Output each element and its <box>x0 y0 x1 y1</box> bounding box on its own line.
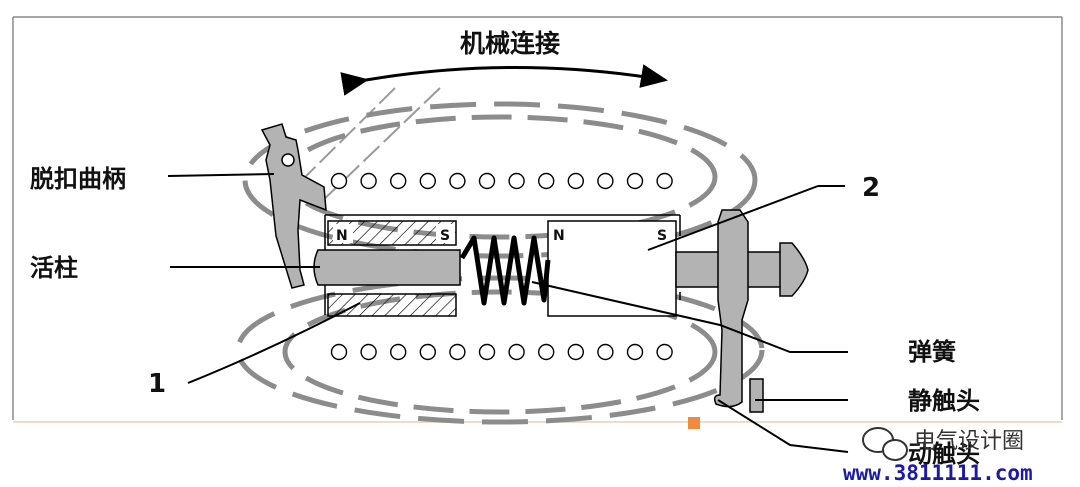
watermark-url: www.3811111.com <box>843 461 1033 485</box>
coil-winding <box>597 343 614 361</box>
moving-contact-arm <box>713 209 749 408</box>
coil-winding <box>538 172 555 190</box>
coil-winding <box>508 172 525 190</box>
coil-winding <box>626 172 644 190</box>
coil-winding <box>567 343 584 361</box>
wechat-icon <box>862 427 908 461</box>
coil-winding <box>626 343 644 361</box>
spring-label: 弹簧 <box>908 338 956 366</box>
coil-winding <box>478 172 496 190</box>
coil-winding <box>449 172 466 190</box>
coil-winding <box>419 172 436 190</box>
coil-winding <box>449 343 466 361</box>
left-magnet-south: S <box>440 228 450 244</box>
coil-winding <box>360 343 377 361</box>
plunger <box>313 249 461 286</box>
left-magnet-north: N <box>336 228 348 244</box>
coil-winding <box>538 343 555 361</box>
static-contact-block <box>749 378 764 413</box>
plunger-label: 活柱 <box>30 254 78 282</box>
callout-2-label: 2 <box>862 173 880 203</box>
coil-windings-top <box>330 172 673 190</box>
trip-crank <box>260 123 327 289</box>
coil-winding <box>508 343 525 361</box>
callout-1-label: 1 <box>148 369 166 399</box>
trip-crank-label: 脱扣曲柄 <box>30 165 126 193</box>
coil-winding <box>419 343 436 361</box>
coil-winding <box>656 343 673 361</box>
coil-winding <box>478 343 496 361</box>
coil-winding <box>330 343 348 361</box>
static-contact-label: 静触头 <box>908 387 980 415</box>
coil-winding <box>597 172 614 190</box>
coil-winding <box>390 343 407 361</box>
right-magnet-north: N <box>553 228 565 244</box>
right-magnet-south: S <box>657 228 667 244</box>
right-magnet: N S <box>547 220 677 317</box>
leader-lines <box>167 173 849 453</box>
watermark-brand: 电气设计圈 <box>914 429 1024 454</box>
left-magnet: N S <box>327 220 457 317</box>
mechanical-link-label: 机械连接 <box>460 29 560 58</box>
moving-contact-label: 动触头 <box>908 440 980 468</box>
trip-crank-pivot <box>281 153 295 167</box>
marker-square <box>688 417 700 429</box>
coil-winding <box>390 172 407 190</box>
coil-winding <box>567 172 584 190</box>
coil-windings-bottom <box>330 343 673 361</box>
coil-winding <box>330 172 348 190</box>
coil-winding <box>360 172 377 190</box>
mechanical-link-arrow <box>340 64 668 96</box>
watermark: 电气设计圈 www.3811111.com <box>843 427 1033 485</box>
frame <box>12 16 1063 423</box>
spring <box>459 235 551 306</box>
coil-winding <box>656 172 673 190</box>
